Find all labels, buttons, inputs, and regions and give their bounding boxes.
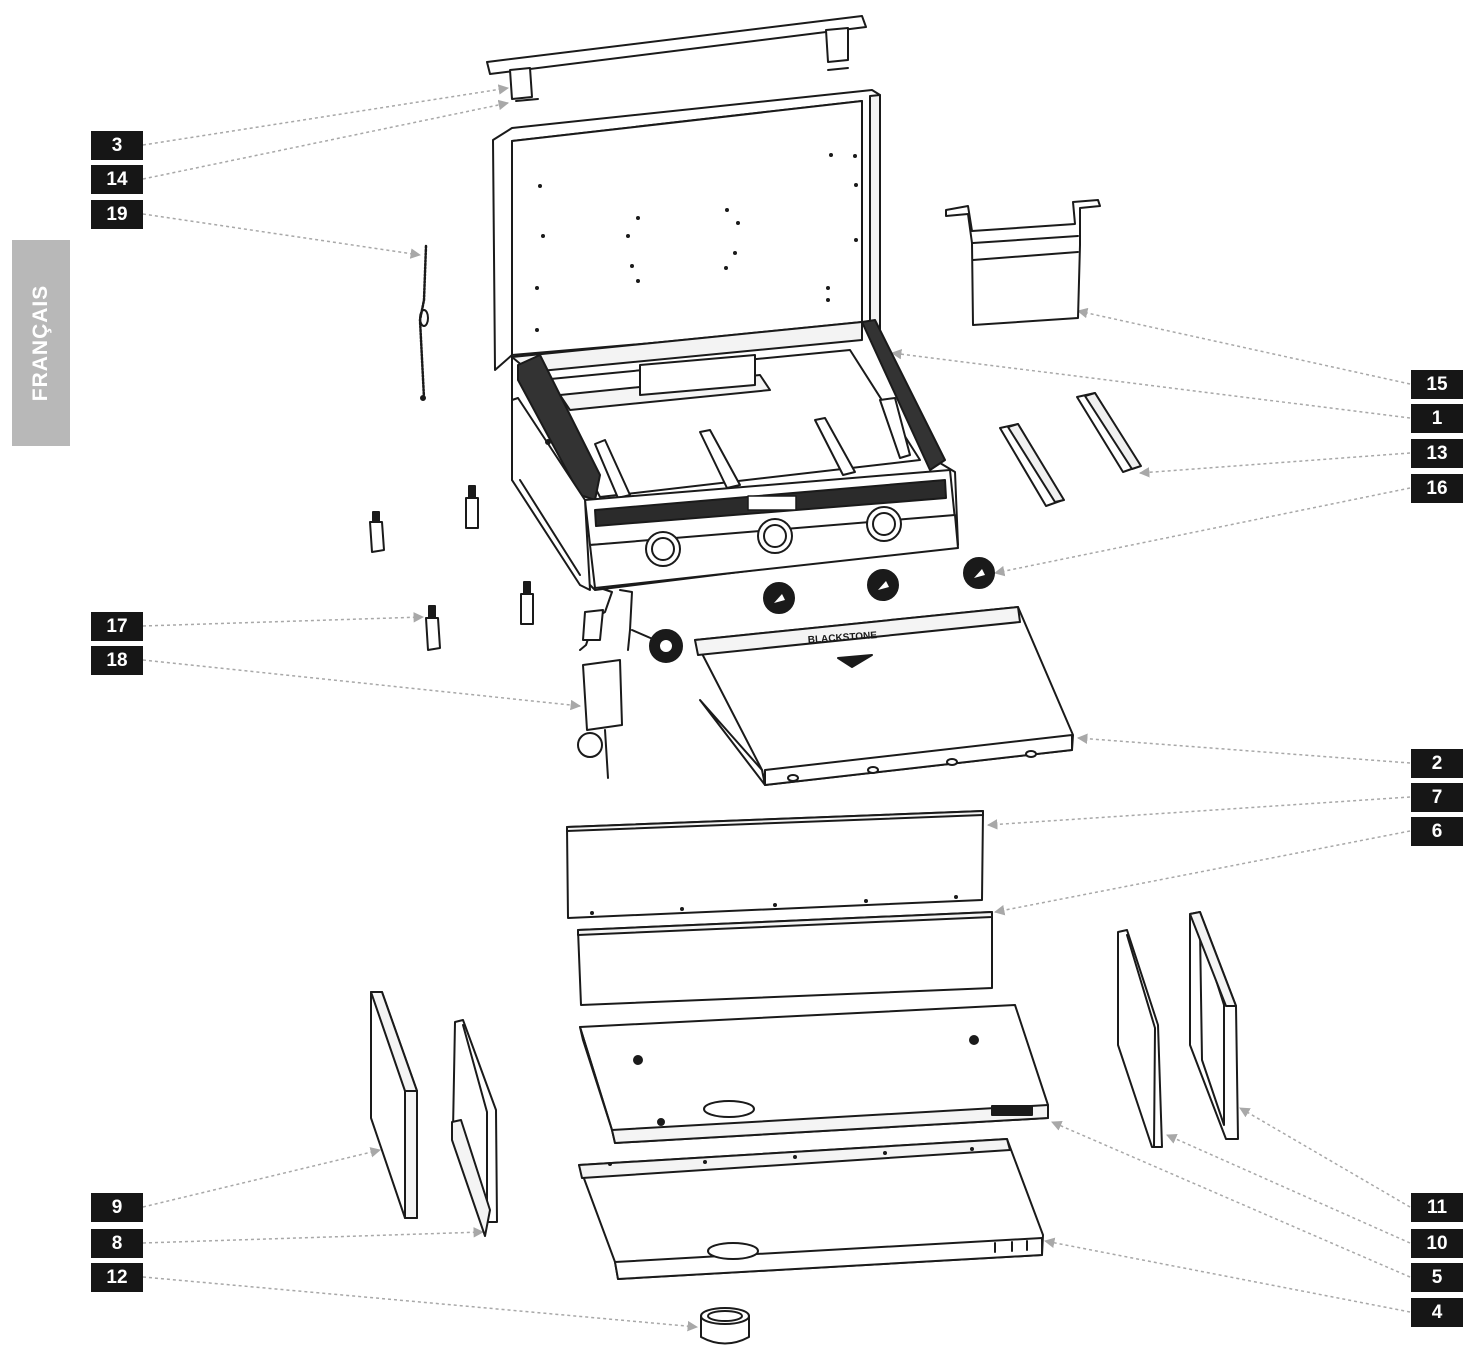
- language-tab: FRANÇAIS: [12, 240, 70, 446]
- griddle-brand-label: BLACKSTONE: [807, 630, 877, 646]
- callout-3: 3: [91, 131, 143, 160]
- part-lid-handle: [486, 15, 867, 100]
- leader-12: [142, 1276, 699, 1332]
- part-base-tray: [578, 1138, 1044, 1280]
- leader-1: [890, 348, 1411, 419]
- part-match-holder-chain: [418, 244, 429, 401]
- part-back-panel: [566, 810, 984, 919]
- callout-12: 12: [91, 1263, 143, 1292]
- part-bottom-shelf: [579, 1004, 1049, 1144]
- callout-6: 6: [1411, 817, 1463, 846]
- callout-11: 11: [1411, 1193, 1463, 1222]
- leader-8: [142, 1227, 485, 1244]
- part-lid: [492, 89, 881, 371]
- callout-19: 19: [91, 200, 143, 229]
- leader-18: [142, 659, 582, 711]
- part-regulator-igniter: [577, 587, 683, 779]
- callout-8: 8: [91, 1229, 143, 1258]
- part-griddle-plate: BLACKSTONE: [694, 606, 1074, 786]
- callout-4: 4: [1411, 1298, 1463, 1327]
- callout-10: 10: [1411, 1229, 1463, 1258]
- leader-14: [142, 99, 510, 180]
- part-handle-spacers: [515, 67, 849, 102]
- callout-17: 17: [91, 612, 143, 641]
- callout-2: 2: [1411, 749, 1463, 778]
- callout-14: 14: [91, 165, 143, 194]
- part-control-knobs: [763, 557, 995, 614]
- part-griddle-body: [511, 319, 959, 591]
- part-feet: [369, 485, 534, 651]
- part-front-panel: [577, 911, 993, 1006]
- part-left-side-panel: [370, 991, 418, 1219]
- language-tab-label: FRANÇAIS: [29, 284, 52, 402]
- leader-3: [142, 84, 510, 146]
- leader-4: [1043, 1237, 1411, 1313]
- leader-lines: [142, 84, 1411, 1332]
- leader-16: [993, 487, 1411, 577]
- part-right-inner-panel: [1117, 929, 1163, 1148]
- callout-13: 13: [1411, 439, 1463, 468]
- leader-10: [1166, 1134, 1411, 1244]
- callout-15: 15: [1411, 370, 1463, 399]
- callout-5: 5: [1411, 1263, 1463, 1292]
- leader-17: [142, 612, 425, 627]
- part-grease-cup: [700, 1307, 750, 1345]
- part-brackets: [999, 392, 1142, 507]
- leader-6: [993, 830, 1411, 916]
- leader-11: [1239, 1107, 1411, 1208]
- leader-7: [986, 796, 1411, 830]
- leader-5: [1051, 1120, 1411, 1278]
- callout-1: 1: [1411, 404, 1463, 433]
- part-left-inner-panel: [451, 1019, 498, 1237]
- control-knob-bezels: [645, 506, 902, 567]
- callout-18: 18: [91, 646, 143, 675]
- leader-15: [1076, 307, 1411, 385]
- leader-19: [142, 213, 422, 259]
- callout-7: 7: [1411, 783, 1463, 812]
- part-right-side-panel: [1189, 911, 1239, 1140]
- part-grease-tray: [945, 199, 1101, 326]
- leader-13: [1138, 452, 1411, 478]
- leader-9: [142, 1147, 382, 1208]
- leader-2: [1076, 733, 1411, 764]
- callout-16: 16: [1411, 474, 1463, 503]
- callout-9: 9: [91, 1193, 143, 1222]
